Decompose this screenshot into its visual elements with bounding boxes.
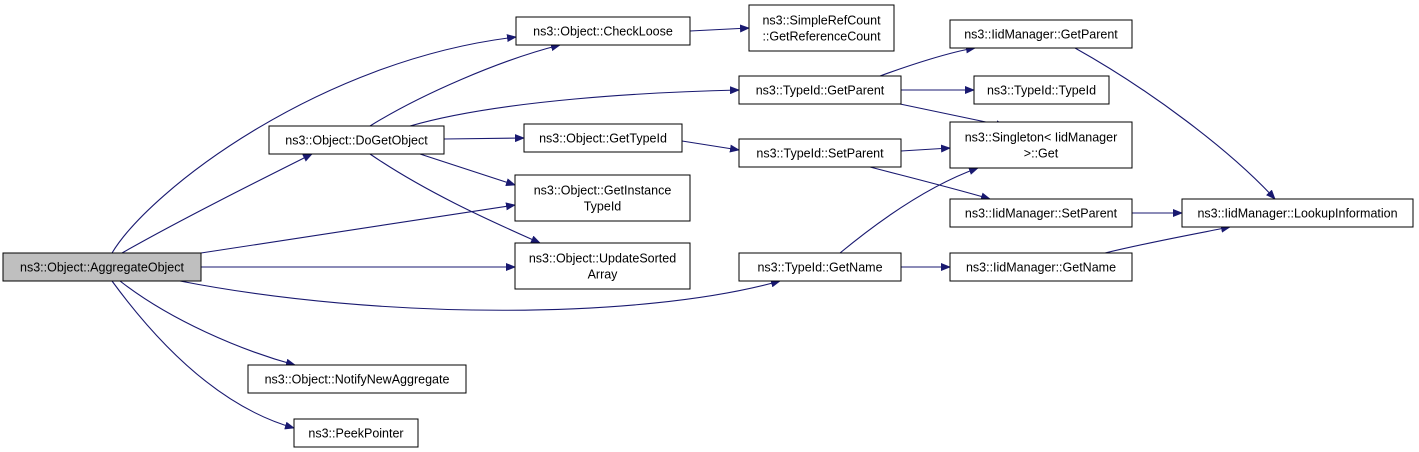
edge-typeid-set-parent-to-singleton-get	[900, 144, 951, 153]
edge-typeid-get-parent-to-iid-get-parent	[879, 45, 976, 77]
node-label: ns3::Object::CheckLoose	[533, 25, 673, 39]
nodes-layer: ns3::Object::AggregateObjectns3::Object:…	[2, 4, 1414, 448]
node-peek-pointer[interactable]: ns3::PeekPointer	[293, 418, 419, 448]
edge-aggregate-object-to-notify-new-aggregate	[119, 280, 296, 367]
node-simple-ref-count[interactable]: ns3::SimpleRefCount::GetReferenceCount	[748, 4, 895, 52]
node-box	[515, 16, 691, 46]
node-label: ns3::TypeId::GetName	[757, 261, 882, 275]
node-box	[973, 75, 1110, 105]
node-label: Array	[588, 268, 619, 282]
node-label: ns3::TypeId::GetParent	[756, 84, 885, 98]
node-label: ns3::Object::UpdateSorted	[529, 252, 676, 266]
edge-typeid-set-parent-to-iid-set-parent	[869, 166, 991, 201]
node-do-get-object[interactable]: ns3::Object::DoGetObject	[268, 125, 445, 155]
node-label: ns3::Singleton< IidManager	[965, 131, 1118, 145]
node-label: ns3::Object::GetTypeId	[539, 132, 667, 146]
node-box	[949, 198, 1133, 228]
node-box	[293, 418, 419, 448]
node-box	[949, 252, 1133, 282]
edge-get-type-id-to-typeid-set-parent	[681, 140, 740, 153]
edge-do-get-object-to-get-instance-type-id	[419, 153, 516, 187]
edge-iid-get-parent-to-iid-lookup	[1074, 47, 1276, 200]
node-iid-lookup[interactable]: ns3::IidManager::LookupInformation	[1181, 198, 1414, 228]
node-label: ns3::TypeId::SetParent	[756, 147, 884, 161]
edge-aggregate-object-to-check-loose	[111, 34, 517, 254]
node-box	[247, 364, 467, 394]
node-box	[2, 252, 202, 282]
node-label: ns3::IidManager::GetParent	[964, 28, 1118, 42]
node-notify-new-aggregate[interactable]: ns3::Object::NotifyNewAggregate	[247, 364, 467, 394]
node-box	[738, 75, 902, 105]
node-box	[738, 252, 902, 282]
node-typeid-get-name[interactable]: ns3::TypeId::GetName	[738, 252, 902, 282]
node-label: TypeId	[584, 200, 622, 214]
node-label: >::Get	[1024, 147, 1059, 161]
node-iid-get-name[interactable]: ns3::IidManager::GetName	[949, 252, 1133, 282]
node-label: ns3::Object::GetInstance	[534, 184, 672, 198]
edge-aggregate-object-to-get-instance-type-id	[200, 202, 516, 254]
node-box	[523, 123, 683, 153]
node-singleton-get[interactable]: ns3::Singleton< IidManager>::Get	[949, 121, 1133, 169]
edge-do-get-object-to-update-sorted-array	[369, 153, 541, 244]
node-box	[738, 138, 902, 168]
node-aggregate-object[interactable]: ns3::Object::AggregateObject	[2, 252, 202, 282]
node-label: ns3::Object::DoGetObject	[285, 134, 428, 148]
node-box	[514, 174, 691, 222]
edge-do-get-object-to-get-type-id	[443, 134, 525, 143]
node-iid-get-parent[interactable]: ns3::IidManager::GetParent	[949, 19, 1133, 49]
node-box	[748, 4, 895, 52]
edges-layer	[111, 24, 1276, 430]
edge-iid-get-name-to-iid-lookup	[1104, 224, 1231, 254]
node-box	[949, 121, 1133, 169]
edge-aggregate-object-to-do-get-object	[121, 153, 313, 254]
node-label: ns3::IidManager::SetParent	[965, 207, 1118, 221]
node-box	[268, 125, 445, 155]
edge-typeid-get-name-to-singleton-get	[839, 167, 979, 254]
node-typeid-set-parent[interactable]: ns3::TypeId::SetParent	[738, 138, 902, 168]
node-check-loose[interactable]: ns3::Object::CheckLoose	[515, 16, 691, 46]
edge-aggregate-object-to-typeid-get-name	[179, 279, 781, 311]
node-box	[514, 242, 691, 290]
edge-do-get-object-to-typeid-get-parent	[409, 86, 740, 127]
node-box	[949, 19, 1133, 49]
node-label: ::GetReferenceCount	[762, 30, 881, 44]
node-get-type-id[interactable]: ns3::Object::GetTypeId	[523, 123, 683, 153]
edge-check-loose-to-simple-ref-count	[689, 24, 750, 33]
edge-aggregate-object-to-peek-pointer	[111, 280, 295, 430]
edge-do-get-object-to-check-loose	[369, 43, 561, 127]
node-typeid-get-parent[interactable]: ns3::TypeId::GetParent	[738, 75, 902, 105]
node-label: ns3::TypeId::TypeId	[987, 84, 1096, 98]
node-label: ns3::SimpleRefCount	[762, 14, 881, 28]
node-label: ns3::Object::NotifyNewAggregate	[265, 373, 450, 387]
node-label: ns3::PeekPointer	[308, 427, 403, 441]
node-label: ns3::IidManager::LookupInformation	[1197, 207, 1397, 221]
node-typeid-typeid[interactable]: ns3::TypeId::TypeId	[973, 75, 1110, 105]
node-iid-set-parent[interactable]: ns3::IidManager::SetParent	[949, 198, 1133, 228]
node-label: ns3::IidManager::GetName	[966, 261, 1116, 275]
node-label: ns3::Object::AggregateObject	[20, 261, 185, 275]
node-box	[1181, 198, 1414, 228]
